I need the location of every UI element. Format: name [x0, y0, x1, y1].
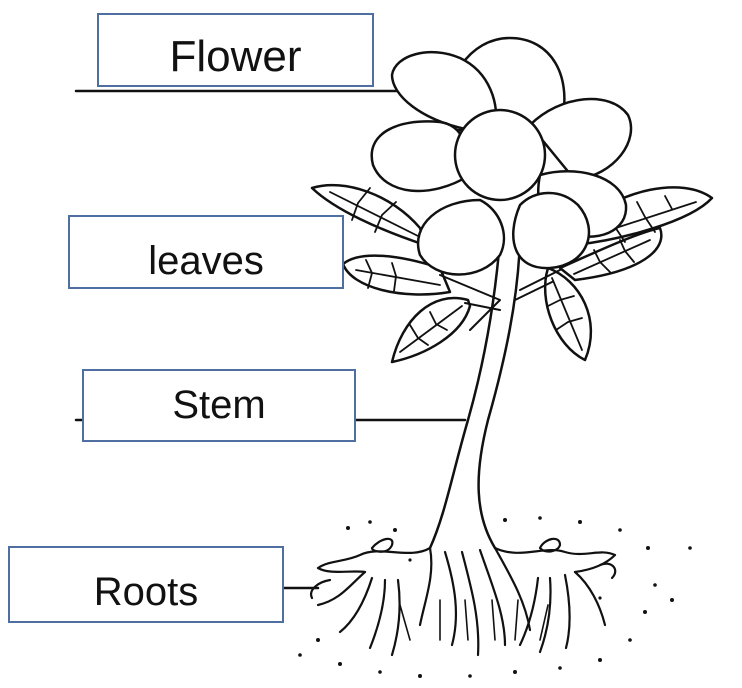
root-right-main [495, 548, 615, 572]
leaves-label-box: leaves [68, 215, 344, 289]
leaf-lower-left-vein [400, 306, 462, 352]
root-left-main [318, 548, 430, 572]
stem-label: Stem [172, 383, 265, 428]
roots-label: Roots [94, 570, 199, 615]
leaf-stalks [440, 270, 560, 330]
flower-center [455, 110, 545, 200]
flower-label-box: Flower [97, 13, 374, 87]
leaves-group [312, 185, 712, 362]
root-center [420, 548, 530, 655]
petal-lower-right [513, 193, 589, 268]
stem-group [430, 240, 520, 548]
flower-label: Flower [169, 32, 301, 82]
stem-right-edge [479, 240, 520, 548]
leaves-label: leaves [148, 239, 264, 284]
soil-specks [298, 516, 692, 678]
stem-label-box: Stem [82, 369, 356, 442]
root-left-branches [318, 572, 400, 655]
roots-group [311, 539, 615, 655]
root-left-curl [311, 539, 392, 598]
petal-lower-left [418, 200, 504, 275]
root-right-branches [520, 572, 605, 652]
roots-label-box: Roots [8, 546, 284, 623]
